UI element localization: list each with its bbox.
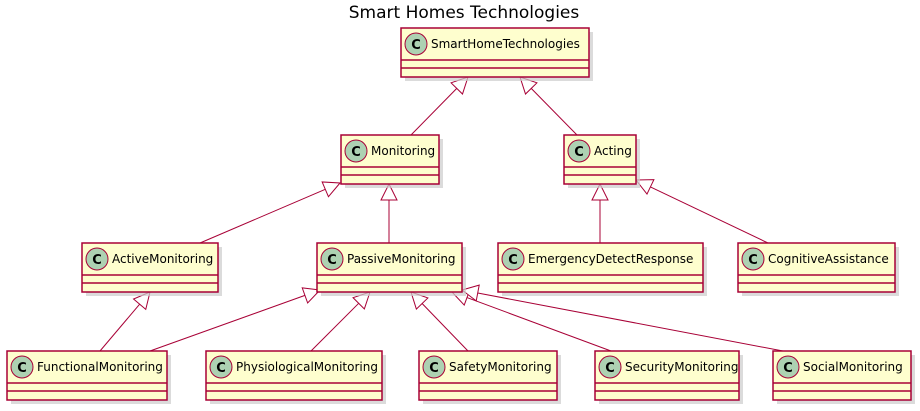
class-c-icon (598, 355, 622, 379)
class-c-icon-letter: C (17, 361, 27, 376)
class-name-emerg: EmergencyDetectResponse (528, 252, 693, 266)
class-c-icon (741, 247, 765, 271)
inheritance-line-act-to-smart (530, 88, 578, 136)
class-name-passiveMon: PassiveMonitoring (347, 252, 456, 266)
class-box-frame (316, 242, 463, 293)
class-c-icon (10, 355, 34, 379)
class-box-passiveMon[interactable]: C PassiveMonitoring (316, 242, 466, 296)
class-box-func[interactable]: C FunctionalMonitoring (6, 350, 171, 404)
class-box-frame (205, 350, 383, 401)
inheritance-arrow-icon (380, 182, 398, 201)
class-name-smart: SmartHomeTechnologies (431, 37, 580, 51)
inheritance-line-cog-to-act (650, 186, 769, 244)
class-box-safety[interactable]: C SafetyMonitoring (418, 350, 561, 404)
class-name-social: SocialMonitoring (803, 360, 903, 374)
class-c-icon-letter: C (429, 361, 439, 376)
inheritance-line-mon-to-smart (410, 88, 458, 136)
class-c-icon-letter: C (216, 361, 226, 376)
class-c-icon-letter: C (574, 145, 584, 160)
class-box-emerg[interactable]: C EmergencyDetectResponse (497, 242, 707, 296)
class-box-frame (594, 350, 740, 401)
inheritance-edges (99, 76, 784, 352)
class-c-icon (776, 355, 800, 379)
class-c-icon (344, 139, 368, 163)
class-box-smart[interactable]: C SmartHomeTechnologies (400, 27, 593, 81)
class-name-act: Acting (594, 144, 632, 158)
inheritance-arrow-icon (460, 284, 480, 302)
class-name-phys: PhysiologicalMonitoring (236, 360, 378, 374)
inheritance-line-social-to-passiveMon (477, 292, 784, 352)
inheritance-arrow-icon (634, 179, 655, 196)
class-name-safety: SafetyMonitoring (449, 360, 552, 374)
class-c-icon-letter: C (92, 253, 102, 268)
class-box-frame (497, 242, 704, 293)
class-c-icon (567, 139, 591, 163)
class-box-security[interactable]: C SecurityMonitoring (594, 350, 743, 404)
class-name-mon: Monitoring (371, 144, 435, 158)
inheritance-line-safety-to-passiveMon (421, 303, 469, 352)
class-name-activeMon: ActiveMonitoring (112, 252, 213, 266)
inheritance-line-activeMon-to-mon (199, 188, 326, 244)
class-box-mon[interactable]: C Monitoring (340, 134, 443, 188)
inheritance-line-func-to-passiveMon (149, 294, 306, 352)
inheritance-arrow-icon (321, 181, 342, 198)
class-name-func: FunctionalMonitoring (37, 360, 163, 374)
class-c-icon (85, 247, 109, 271)
class-c-icon-letter: C (783, 361, 793, 376)
class-name-security: SecurityMonitoring (625, 360, 738, 374)
class-box-phys[interactable]: C PhysiologicalMonitoring (205, 350, 386, 404)
class-c-icon-letter: C (351, 145, 361, 160)
class-box-social[interactable]: C SocialMonitoring (772, 350, 915, 404)
class-c-icon-letter: C (748, 253, 758, 268)
inheritance-arrow-icon (591, 182, 609, 201)
class-c-icon (501, 247, 525, 271)
class-c-icon (422, 355, 446, 379)
class-box-frame (400, 27, 590, 78)
inheritance-arrow-icon (301, 287, 322, 304)
class-c-icon (209, 355, 233, 379)
class-c-icon-letter: C (411, 38, 421, 53)
class-box-frame (737, 242, 896, 293)
class-c-icon-letter: C (508, 253, 518, 268)
class-c-icon (320, 247, 344, 271)
diagram-title: Smart Homes Technologies (349, 3, 580, 23)
class-c-icon-letter: C (605, 361, 615, 376)
class-name-cog: CognitiveAssistance (768, 252, 889, 266)
class-c-icon-letter: C (327, 253, 337, 268)
class-box-frame (6, 350, 168, 401)
class-c-icon (404, 32, 428, 56)
class-box-activeMon[interactable]: C ActiveMonitoring (81, 242, 222, 296)
inheritance-line-func-to-activeMon (99, 303, 141, 352)
class-box-act[interactable]: C Acting (563, 134, 640, 188)
inheritance-line-phys-to-passiveMon (310, 302, 360, 352)
class-box-cog[interactable]: C CognitiveAssistance (737, 242, 899, 296)
inheritance-line-security-to-passiveMon (466, 297, 612, 352)
